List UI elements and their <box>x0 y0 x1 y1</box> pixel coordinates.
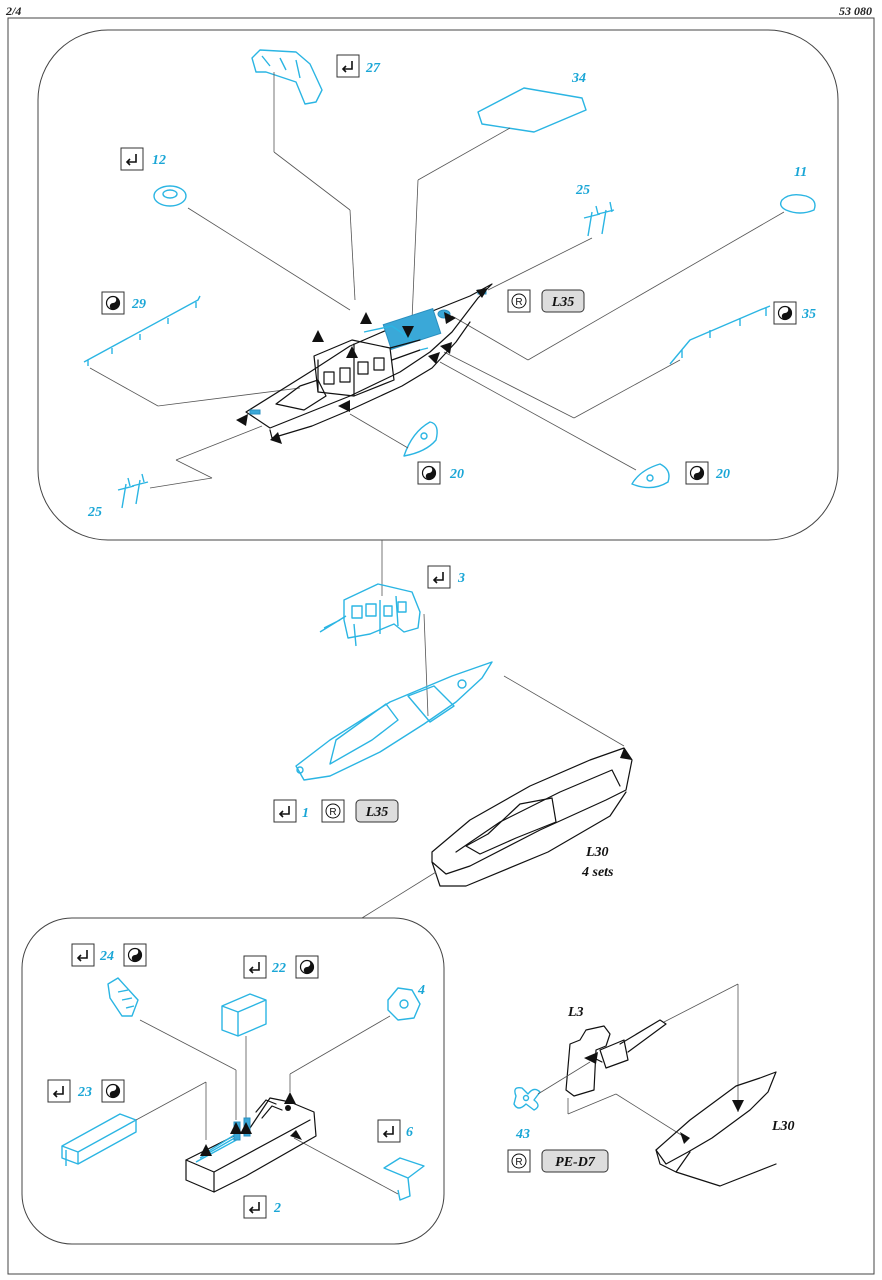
half-fold-icon <box>123 943 147 967</box>
part-23-bench <box>61 1081 207 1166</box>
part-number-25-top: 25 <box>575 183 590 198</box>
ref-label-middle: L35 <box>365 805 389 820</box>
part-34-panel <box>411 87 587 321</box>
part-20-plate-left <box>349 413 438 457</box>
part-number-23: 23 <box>77 1085 92 1100</box>
part-number-27: 27 <box>365 61 381 76</box>
hull-drawing <box>361 747 633 919</box>
part-number-25-bottom: 25 <box>87 505 102 520</box>
part-43-propeller <box>513 1061 591 1111</box>
page-number: 2/4 <box>6 4 22 18</box>
bottom-panel <box>21 917 445 1245</box>
part-12-lifebuoy <box>153 185 351 311</box>
hull-label: L30 <box>585 845 609 860</box>
part-number-11: 11 <box>794 165 807 180</box>
half-fold-icon <box>417 461 441 485</box>
bend-icon <box>47 1079 71 1103</box>
part-22-box <box>221 993 267 1120</box>
top-panel <box>37 29 839 541</box>
rudder-shaft-drawing <box>565 983 739 1112</box>
part-number-34: 34 <box>571 71 586 86</box>
bend-icon <box>427 565 451 589</box>
bend-icon <box>243 1195 267 1219</box>
half-fold-icon <box>101 291 125 315</box>
part-number-29: 29 <box>131 297 146 312</box>
assembly-arrows-bottom <box>200 1092 302 1156</box>
bend-icon <box>377 1119 401 1143</box>
part-number-6: 6 <box>406 1125 413 1140</box>
set-code: 53 080 <box>839 4 872 18</box>
bend-icon <box>273 799 297 823</box>
part-6-seat <box>293 1137 425 1201</box>
part-3-cabin <box>319 583 429 717</box>
ref-pill-top <box>541 289 585 313</box>
ref-label-top: L35 <box>551 295 575 310</box>
part-20-plate-right <box>439 361 670 489</box>
resin-ref-icon <box>321 799 345 823</box>
part-25-cleat-top <box>487 201 615 291</box>
part-11-plate <box>451 193 816 361</box>
hull-stern-label: L30 <box>771 1119 795 1134</box>
part-1-deck <box>295 661 625 781</box>
part-27-windscreen <box>251 49 356 301</box>
part-number-3: 3 <box>457 571 465 586</box>
part-35-rail <box>443 305 771 419</box>
leader-line <box>615 1093 687 1139</box>
bend-icon <box>243 955 267 979</box>
part-number-43: 43 <box>515 1127 530 1142</box>
part-29-rail <box>83 295 301 407</box>
resin-ref-icon <box>507 289 531 313</box>
half-fold-icon <box>101 1079 125 1103</box>
part-4-fitting <box>289 987 421 1092</box>
part-number-4: 4 <box>417 983 425 998</box>
deck-assembly-drawing <box>245 283 493 439</box>
leader-line <box>567 1093 617 1115</box>
resin-ref-icon <box>507 1149 531 1173</box>
bend-icon <box>71 943 95 967</box>
part-25-cleat-bottom <box>117 425 263 509</box>
page-frame <box>7 17 875 1275</box>
ref-pill-bottom <box>541 1149 609 1173</box>
half-fold-icon <box>685 461 709 485</box>
hull-sets-label: 4 sets <box>581 865 614 880</box>
part-number-20-right: 20 <box>715 467 730 482</box>
hull-stern-drawing <box>655 1071 777 1187</box>
bend-icon <box>336 54 360 78</box>
part-number-24: 24 <box>99 949 114 964</box>
half-fold-icon <box>295 955 319 979</box>
part-number-35: 35 <box>801 307 816 322</box>
part-number-1: 1 <box>302 806 309 821</box>
assembly-arrows-top <box>236 288 488 444</box>
part-24-ladder <box>107 977 237 1120</box>
ref-pill-middle <box>355 799 399 823</box>
part-number-22: 22 <box>271 961 286 976</box>
part-number-12: 12 <box>152 153 166 168</box>
bend-icon <box>120 147 144 171</box>
rudder-label: L3 <box>567 1005 584 1020</box>
ref-label-bottom: PE-D7 <box>555 1155 596 1170</box>
half-fold-icon <box>773 301 797 325</box>
part-number-20-left: 20 <box>449 467 464 482</box>
part-number-2: 2 <box>273 1201 281 1216</box>
